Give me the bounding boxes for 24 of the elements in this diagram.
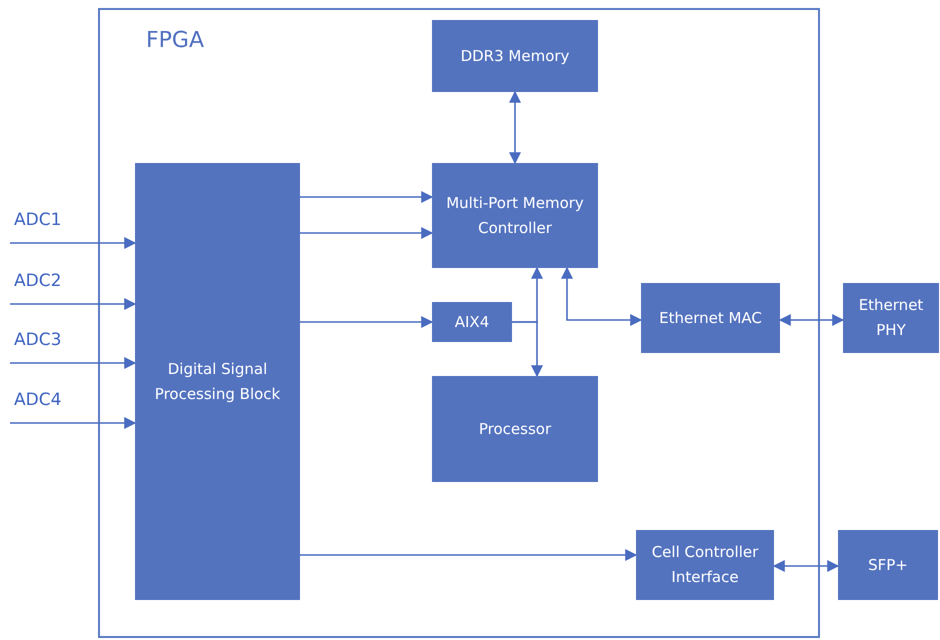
region-title: FPGA bbox=[146, 28, 204, 53]
component-block: Cell Controller Interface bbox=[636, 530, 774, 600]
arrow bbox=[300, 191, 434, 203]
component-block: Processor bbox=[432, 376, 598, 482]
component-block: AIX4 bbox=[432, 302, 512, 342]
arrow bbox=[512, 321, 543, 378]
arrow bbox=[10, 357, 136, 369]
arrow bbox=[561, 266, 642, 326]
arrow bbox=[778, 314, 844, 326]
fpga-boundary bbox=[98, 8, 820, 638]
arrow bbox=[10, 417, 136, 429]
arrow bbox=[10, 237, 136, 249]
arrow bbox=[300, 549, 638, 561]
component-block: Ethernet PHY bbox=[843, 283, 939, 353]
arrow bbox=[10, 298, 136, 310]
component-block: Digital Signal Processing Block bbox=[135, 163, 300, 600]
component-block: DDR3 Memory bbox=[432, 20, 598, 92]
arrow bbox=[509, 90, 521, 164]
arrow bbox=[300, 316, 434, 328]
component-block: Ethernet MAC bbox=[641, 283, 780, 353]
arrow bbox=[772, 560, 840, 572]
component-block: SFP+ bbox=[838, 530, 938, 600]
component-block: Multi-Port Memory Controller bbox=[432, 163, 598, 268]
arrow bbox=[300, 227, 434, 239]
